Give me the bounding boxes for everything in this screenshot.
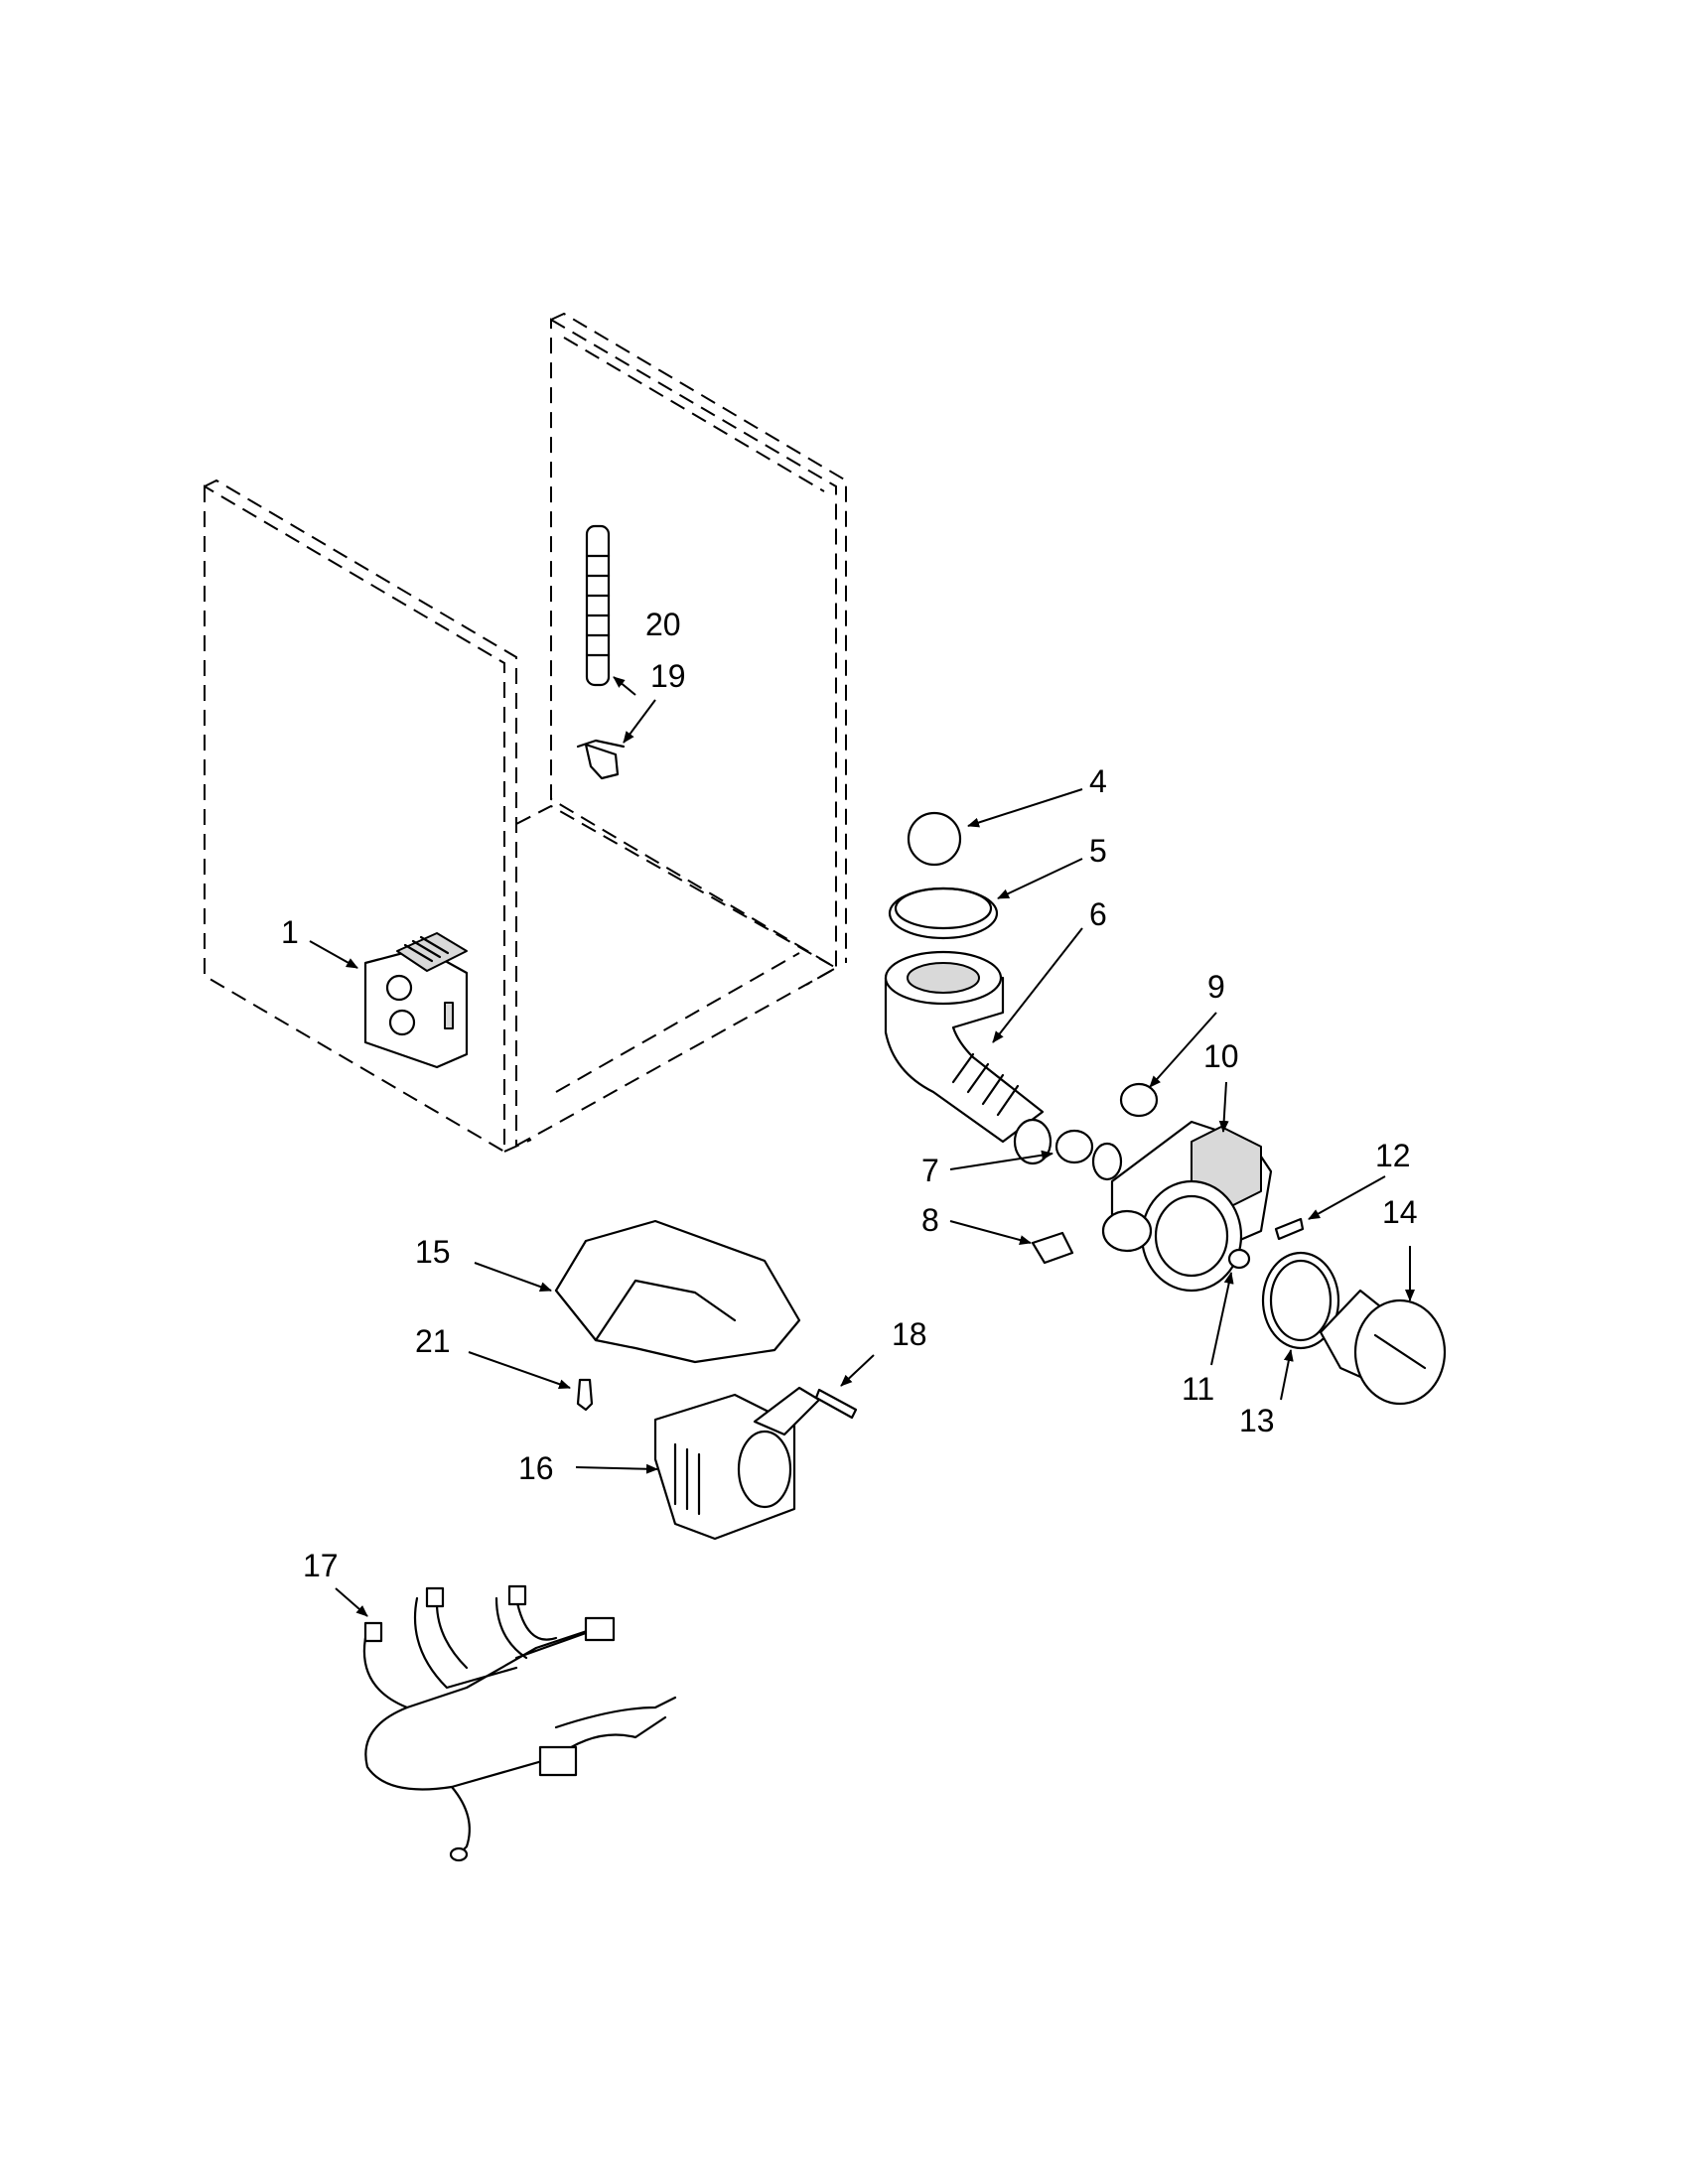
callout-8: 8 <box>921 1202 939 1238</box>
filter-part-14 <box>1319 1289 1447 1406</box>
ball-part-4 <box>907 811 962 867</box>
callout-4: 4 <box>1089 763 1107 799</box>
callout-21: 21 <box>415 1323 451 1359</box>
callout-5: 5 <box>1089 833 1107 869</box>
callout-19: 19 <box>650 658 686 694</box>
hose-part-20 <box>585 524 611 687</box>
nut-part-11 <box>1227 1248 1251 1270</box>
callout-labels: 1 4 5 6 7 8 9 10 11 12 13 14 15 16 17 18… <box>281 607 1418 1583</box>
clip-part-19 <box>576 739 626 780</box>
callout-13: 13 <box>1239 1403 1275 1438</box>
motor-part-16 <box>653 1386 821 1541</box>
clamp-part-7 <box>1054 1129 1094 1164</box>
callout-16: 16 <box>518 1450 554 1486</box>
callout-20: 20 <box>645 607 681 642</box>
callout-14: 14 <box>1382 1194 1418 1230</box>
callout-9: 9 <box>1207 969 1225 1005</box>
callout-11: 11 <box>1182 1371 1214 1407</box>
control-module-part-1 <box>363 932 469 1069</box>
bracket-part-8 <box>1031 1231 1074 1265</box>
clamp-part-9 <box>1119 1082 1159 1118</box>
shield-part-15 <box>554 1219 801 1364</box>
callout-1: 1 <box>281 914 299 950</box>
pump-part-10 <box>1091 1120 1273 1293</box>
screw-part-21 <box>576 1378 594 1412</box>
cabinet-outline <box>204 312 847 1154</box>
bolt-part-18 <box>814 1388 858 1420</box>
gasket-part-13 <box>1261 1251 1340 1350</box>
callout-12: 12 <box>1375 1138 1411 1173</box>
screw-part-12 <box>1274 1217 1305 1241</box>
wire-harness-part-17 <box>362 1584 677 1862</box>
callout-10: 10 <box>1203 1038 1239 1074</box>
callout-17: 17 <box>303 1548 339 1583</box>
callout-18: 18 <box>892 1316 927 1352</box>
callout-7: 7 <box>921 1153 939 1188</box>
sump-hose-part-6 <box>884 950 1052 1165</box>
callout-15: 15 <box>415 1234 451 1270</box>
leader-lines <box>309 676 1415 1617</box>
callout-6: 6 <box>1089 896 1107 932</box>
ring-part-5 <box>888 887 999 940</box>
